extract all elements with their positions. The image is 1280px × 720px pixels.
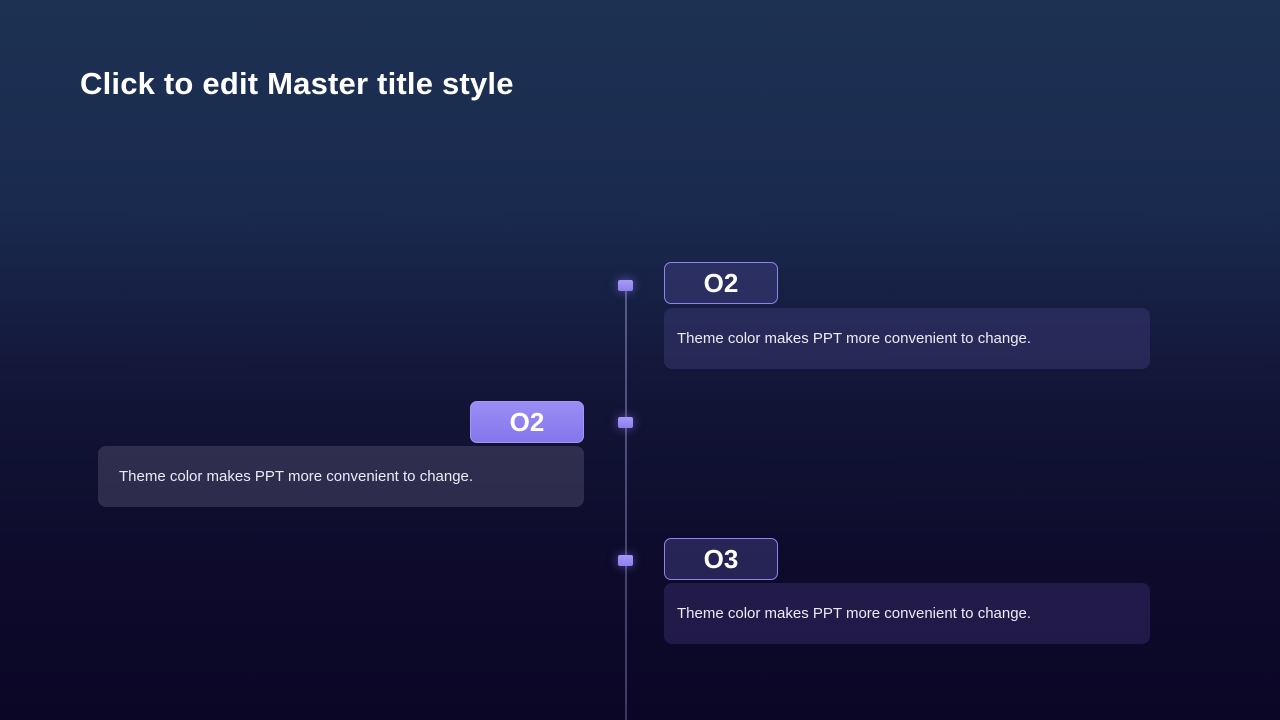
timeline-description-3[interactable]: Theme color makes PPT more convenient to… [664, 583, 1150, 644]
timeline-line [625, 288, 627, 720]
timeline-label-2[interactable]: O2 [470, 401, 584, 443]
timeline-description-2[interactable]: Theme color makes PPT more convenient to… [98, 446, 584, 507]
slide-title[interactable]: Click to edit Master title style [80, 66, 514, 101]
timeline-dot-3 [618, 555, 633, 566]
timeline-description-3-text: Theme color makes PPT more convenient to… [677, 605, 1032, 622]
timeline-dot-1 [618, 280, 633, 291]
timeline-description-1-text: Theme color makes PPT more convenient to… [677, 330, 1032, 347]
timeline-description-1[interactable]: Theme color makes PPT more convenient to… [664, 308, 1150, 369]
timeline-description-2-text: Theme color makes PPT more convenient to… [119, 468, 474, 485]
timeline-label-1[interactable]: O2 [664, 262, 778, 304]
timeline-label-3[interactable]: O3 [664, 538, 778, 580]
timeline-dot-2 [618, 417, 633, 428]
